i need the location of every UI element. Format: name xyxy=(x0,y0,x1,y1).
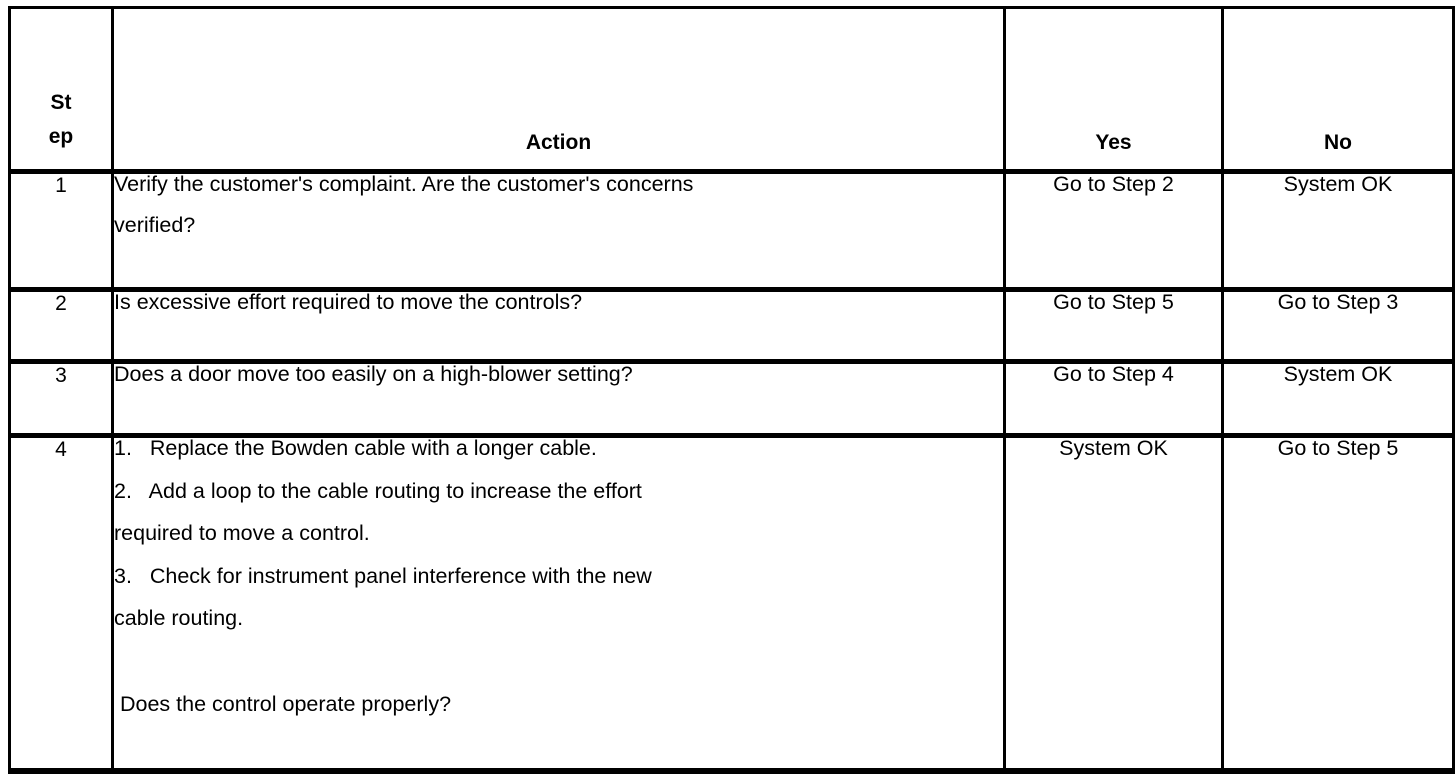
action-list-item: 2. Add a loop to the cable routing to in… xyxy=(114,478,642,503)
action-question-line: Does the control operate properly? xyxy=(114,691,452,716)
table-row: 4 1. Replace the Bowden cable with a lon… xyxy=(8,433,1455,774)
table-row: 2 Is excessive effort required to move t… xyxy=(8,287,1455,363)
page-canvas: St ep Action Yes No 1 Verify the custome… xyxy=(0,6,1456,774)
table-row: 1 Verify the customer's complaint. Are t… xyxy=(8,171,1455,291)
row-action-text: Is excessive effort required to move the… xyxy=(111,287,1006,363)
column-header-step-line-2: ep xyxy=(48,125,74,149)
action-line: verified? xyxy=(114,212,196,237)
row-yes-answer: Go to Step 5 xyxy=(1003,287,1224,363)
column-header-no: No xyxy=(1221,6,1455,174)
action-list-item-continuation: cable routing. xyxy=(114,606,244,630)
row-step-number: 2 xyxy=(8,287,114,363)
row-action-text: Verify the customer's complaint. Are the… xyxy=(111,171,1006,291)
row-yes-answer: Go to Step 4 xyxy=(1003,359,1224,437)
table-row: 3 Does a door move too easily on a high-… xyxy=(8,359,1455,437)
action-list-item: 1. Replace the Bowden cable with a longe… xyxy=(114,436,597,460)
action-blank-line xyxy=(114,651,1003,673)
column-header-action: Action xyxy=(111,6,1006,174)
action-line: Is excessive effort required to move the… xyxy=(114,290,583,314)
row-action-text: 1. Replace the Bowden cable with a longe… xyxy=(111,433,1006,774)
row-step-number: 3 xyxy=(8,359,114,437)
row-step-number: 4 xyxy=(8,433,114,774)
action-list-item-continuation: required to move a control. xyxy=(114,521,370,545)
row-no-answer: System OK xyxy=(1221,359,1455,437)
row-step-number: 1 xyxy=(8,171,114,291)
action-list-item: 3. Check for instrument panel interferen… xyxy=(114,563,652,588)
table-header-row: St ep Action Yes No xyxy=(8,6,1455,174)
row-no-answer: Go to Step 5 xyxy=(1221,433,1455,774)
row-no-answer: Go to Step 3 xyxy=(1221,287,1455,363)
column-header-step: St ep xyxy=(8,6,114,174)
row-yes-answer: Go to Step 2 xyxy=(1003,171,1224,291)
column-header-yes: Yes xyxy=(1003,6,1224,174)
action-line: Does a door move too easily on a high-bl… xyxy=(114,362,633,386)
row-yes-answer: System OK xyxy=(1003,433,1224,774)
row-no-answer: System OK xyxy=(1221,171,1455,291)
diagnostic-step-table: St ep Action Yes No 1 Verify the custome… xyxy=(8,6,1455,774)
column-header-step-line-1: St xyxy=(50,90,72,114)
action-line: Verify the customer's complaint. Are the… xyxy=(114,172,694,196)
row-action-text: Does a door move too easily on a high-bl… xyxy=(111,359,1006,437)
